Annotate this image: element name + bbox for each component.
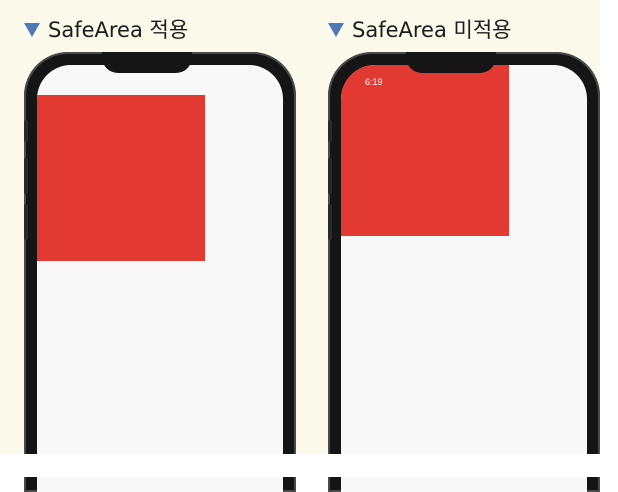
red-container-box — [37, 95, 205, 261]
caption-right-text: SafeArea 미적용 — [352, 18, 512, 42]
triangle-down-icon — [328, 23, 344, 37]
side-button — [328, 158, 332, 194]
phone-screen: 6:19 — [341, 65, 587, 492]
red-container-box — [341, 65, 509, 236]
triangle-down-icon — [24, 23, 40, 37]
bottom-margin — [0, 454, 618, 477]
side-button — [24, 158, 28, 194]
side-button — [24, 120, 28, 142]
phone-mockup-safearea-not-applied: 6:19 — [328, 52, 600, 492]
side-button — [24, 204, 28, 240]
phone-screen — [37, 65, 283, 492]
side-button — [328, 204, 332, 240]
caption-left-text: SafeArea 적용 — [48, 18, 189, 42]
caption-safearea-not-applied: SafeArea 미적용 — [328, 14, 511, 44]
side-button — [328, 120, 332, 142]
phone-notch — [102, 52, 192, 73]
phone-mockup-safearea-applied — [24, 52, 296, 492]
caption-safearea-applied: SafeArea 적용 — [24, 14, 188, 44]
phone-notch — [406, 52, 496, 73]
status-bar-time: 6:19 — [365, 77, 383, 87]
